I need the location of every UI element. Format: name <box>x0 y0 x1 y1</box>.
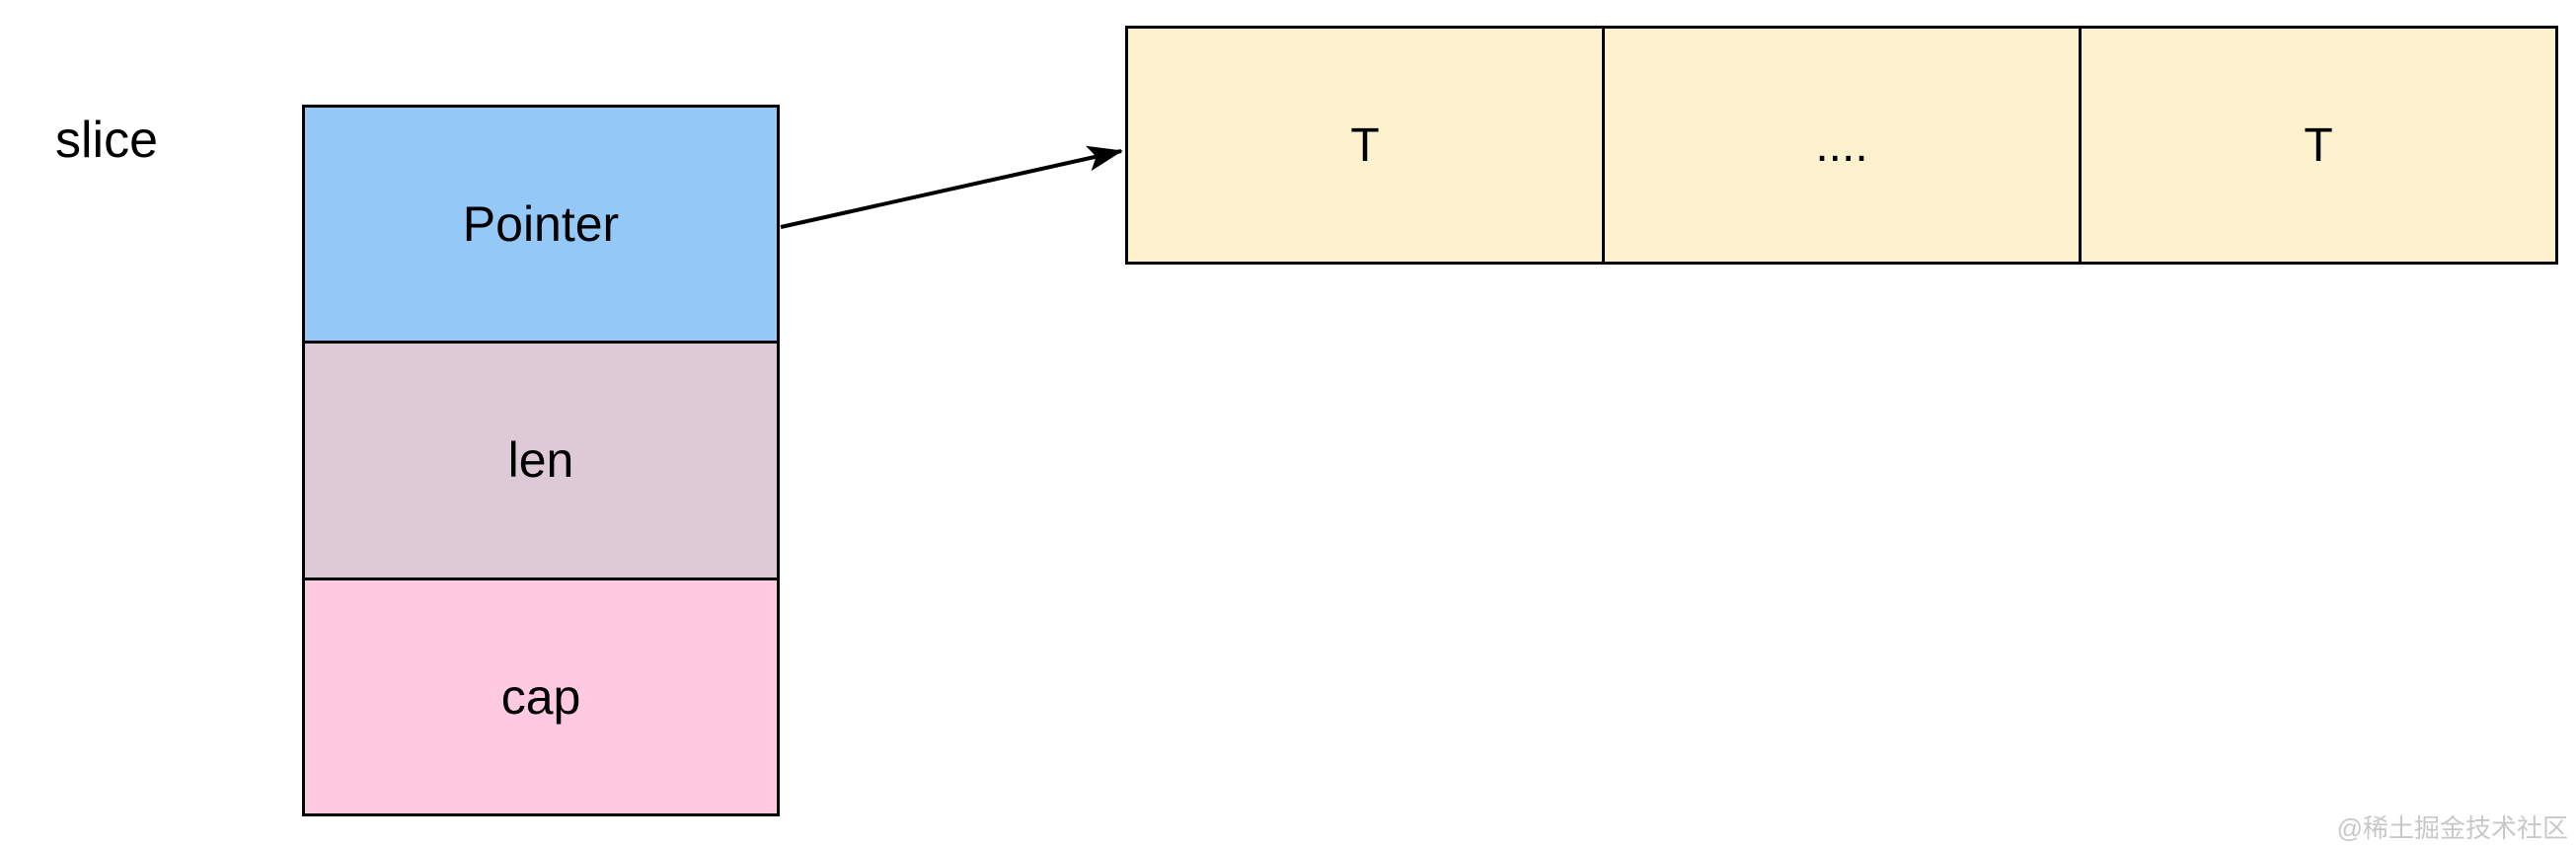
struct-row-pointer: Pointer <box>305 108 777 345</box>
struct-row-cap: cap <box>305 579 777 813</box>
array-cell-ellipsis: .... <box>1605 29 2082 262</box>
array-cell-0: T <box>1128 29 1605 262</box>
struct-row-len: len <box>305 344 777 580</box>
backing-array-box: T .... T <box>1125 26 2558 265</box>
cap-field-label: cap <box>500 668 581 725</box>
array-cell-0-label: T <box>1350 118 1380 172</box>
len-field-label: len <box>507 432 574 489</box>
pointer-arrow-line <box>780 145 1123 229</box>
slice-struct-box: Pointer len cap <box>302 105 780 816</box>
slice-label: slice <box>55 112 159 169</box>
array-cell-ellipsis-label: .... <box>1815 118 1868 172</box>
array-cell-last-label: T <box>2304 118 2333 172</box>
pointer-field-label: Pointer <box>462 196 620 253</box>
juejin-watermark: @稀土掘金技术社区 <box>2336 813 2568 843</box>
array-cell-last: T <box>2082 29 2555 262</box>
